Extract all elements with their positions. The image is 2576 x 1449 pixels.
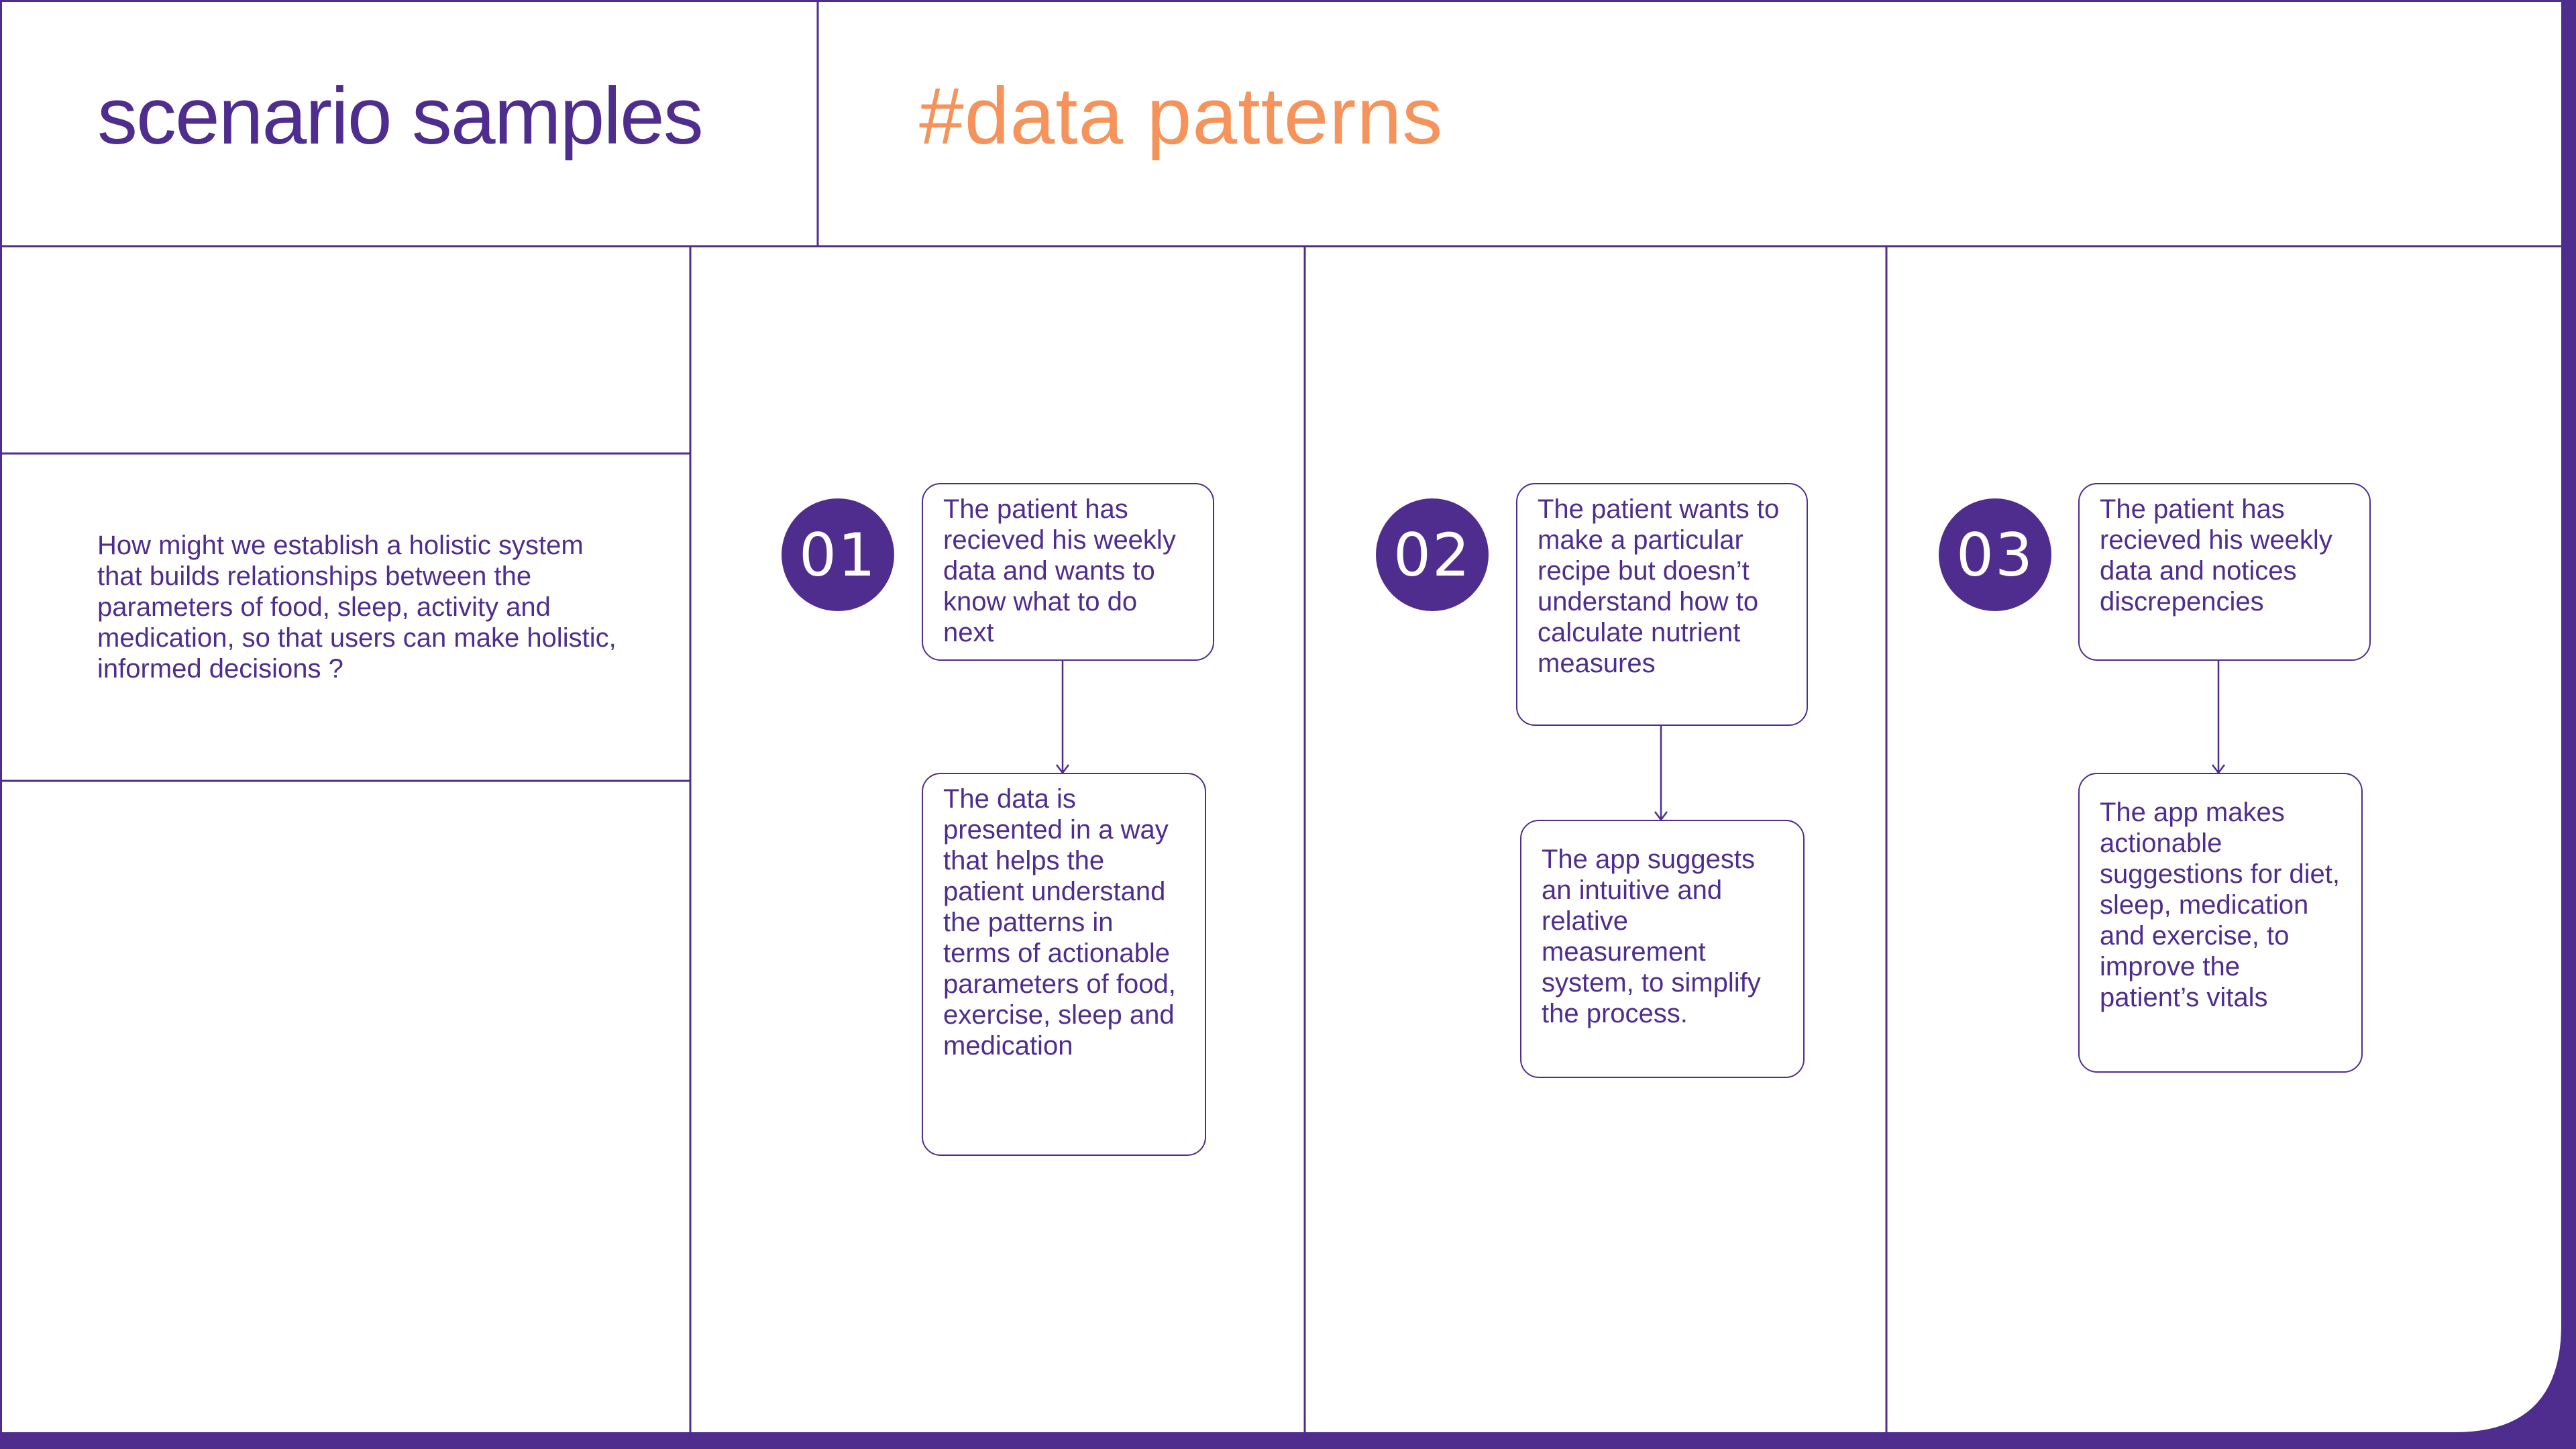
- scenario-number-badge-03: 03: [1939, 498, 2051, 611]
- how-might-we-question: How might we establish a holistic system…: [97, 531, 616, 684]
- scenario-situation-box-02: The patient wants to make a particular r…: [1516, 483, 1808, 726]
- connector-arrow-2: [1654, 726, 1668, 822]
- connector-arrow-1: [1056, 661, 1069, 775]
- scenario-situation-text: The patient wants to make a particular r…: [1538, 494, 1780, 678]
- scenario-response-box-01: The data is presented in a way that help…: [922, 773, 1206, 1156]
- scenario-situation-text: The patient has recieved his weekly data…: [943, 494, 1176, 647]
- scenario-number-badge-01: 01: [782, 498, 894, 611]
- scenario-situation-box-03: The patient has recieved his weekly data…: [2078, 483, 2371, 661]
- scenario-situation-text: The patient has recieved his weekly data…: [2100, 494, 2332, 616]
- scenario-response-box-02: The app suggests an intuitive and relati…: [1520, 820, 1805, 1078]
- page-title: scenario samples: [97, 71, 704, 161]
- scenario-response-text: The app suggests an intuitive and relati…: [1542, 845, 1761, 1028]
- scenario-number-badge-02: 02: [1376, 498, 1489, 611]
- page-subtitle: #data patterns: [919, 71, 1444, 161]
- scenario-response-text: The app makes actionable suggestions for…: [2100, 798, 2340, 1012]
- scenario-situation-box-01: The patient has recieved his weekly data…: [922, 483, 1214, 661]
- scenario-response-text: The data is presented in a way that help…: [943, 784, 1176, 1061]
- connector-arrow-3: [2212, 661, 2225, 775]
- scenario-response-box-03: The app makes actionable suggestions for…: [2078, 773, 2363, 1073]
